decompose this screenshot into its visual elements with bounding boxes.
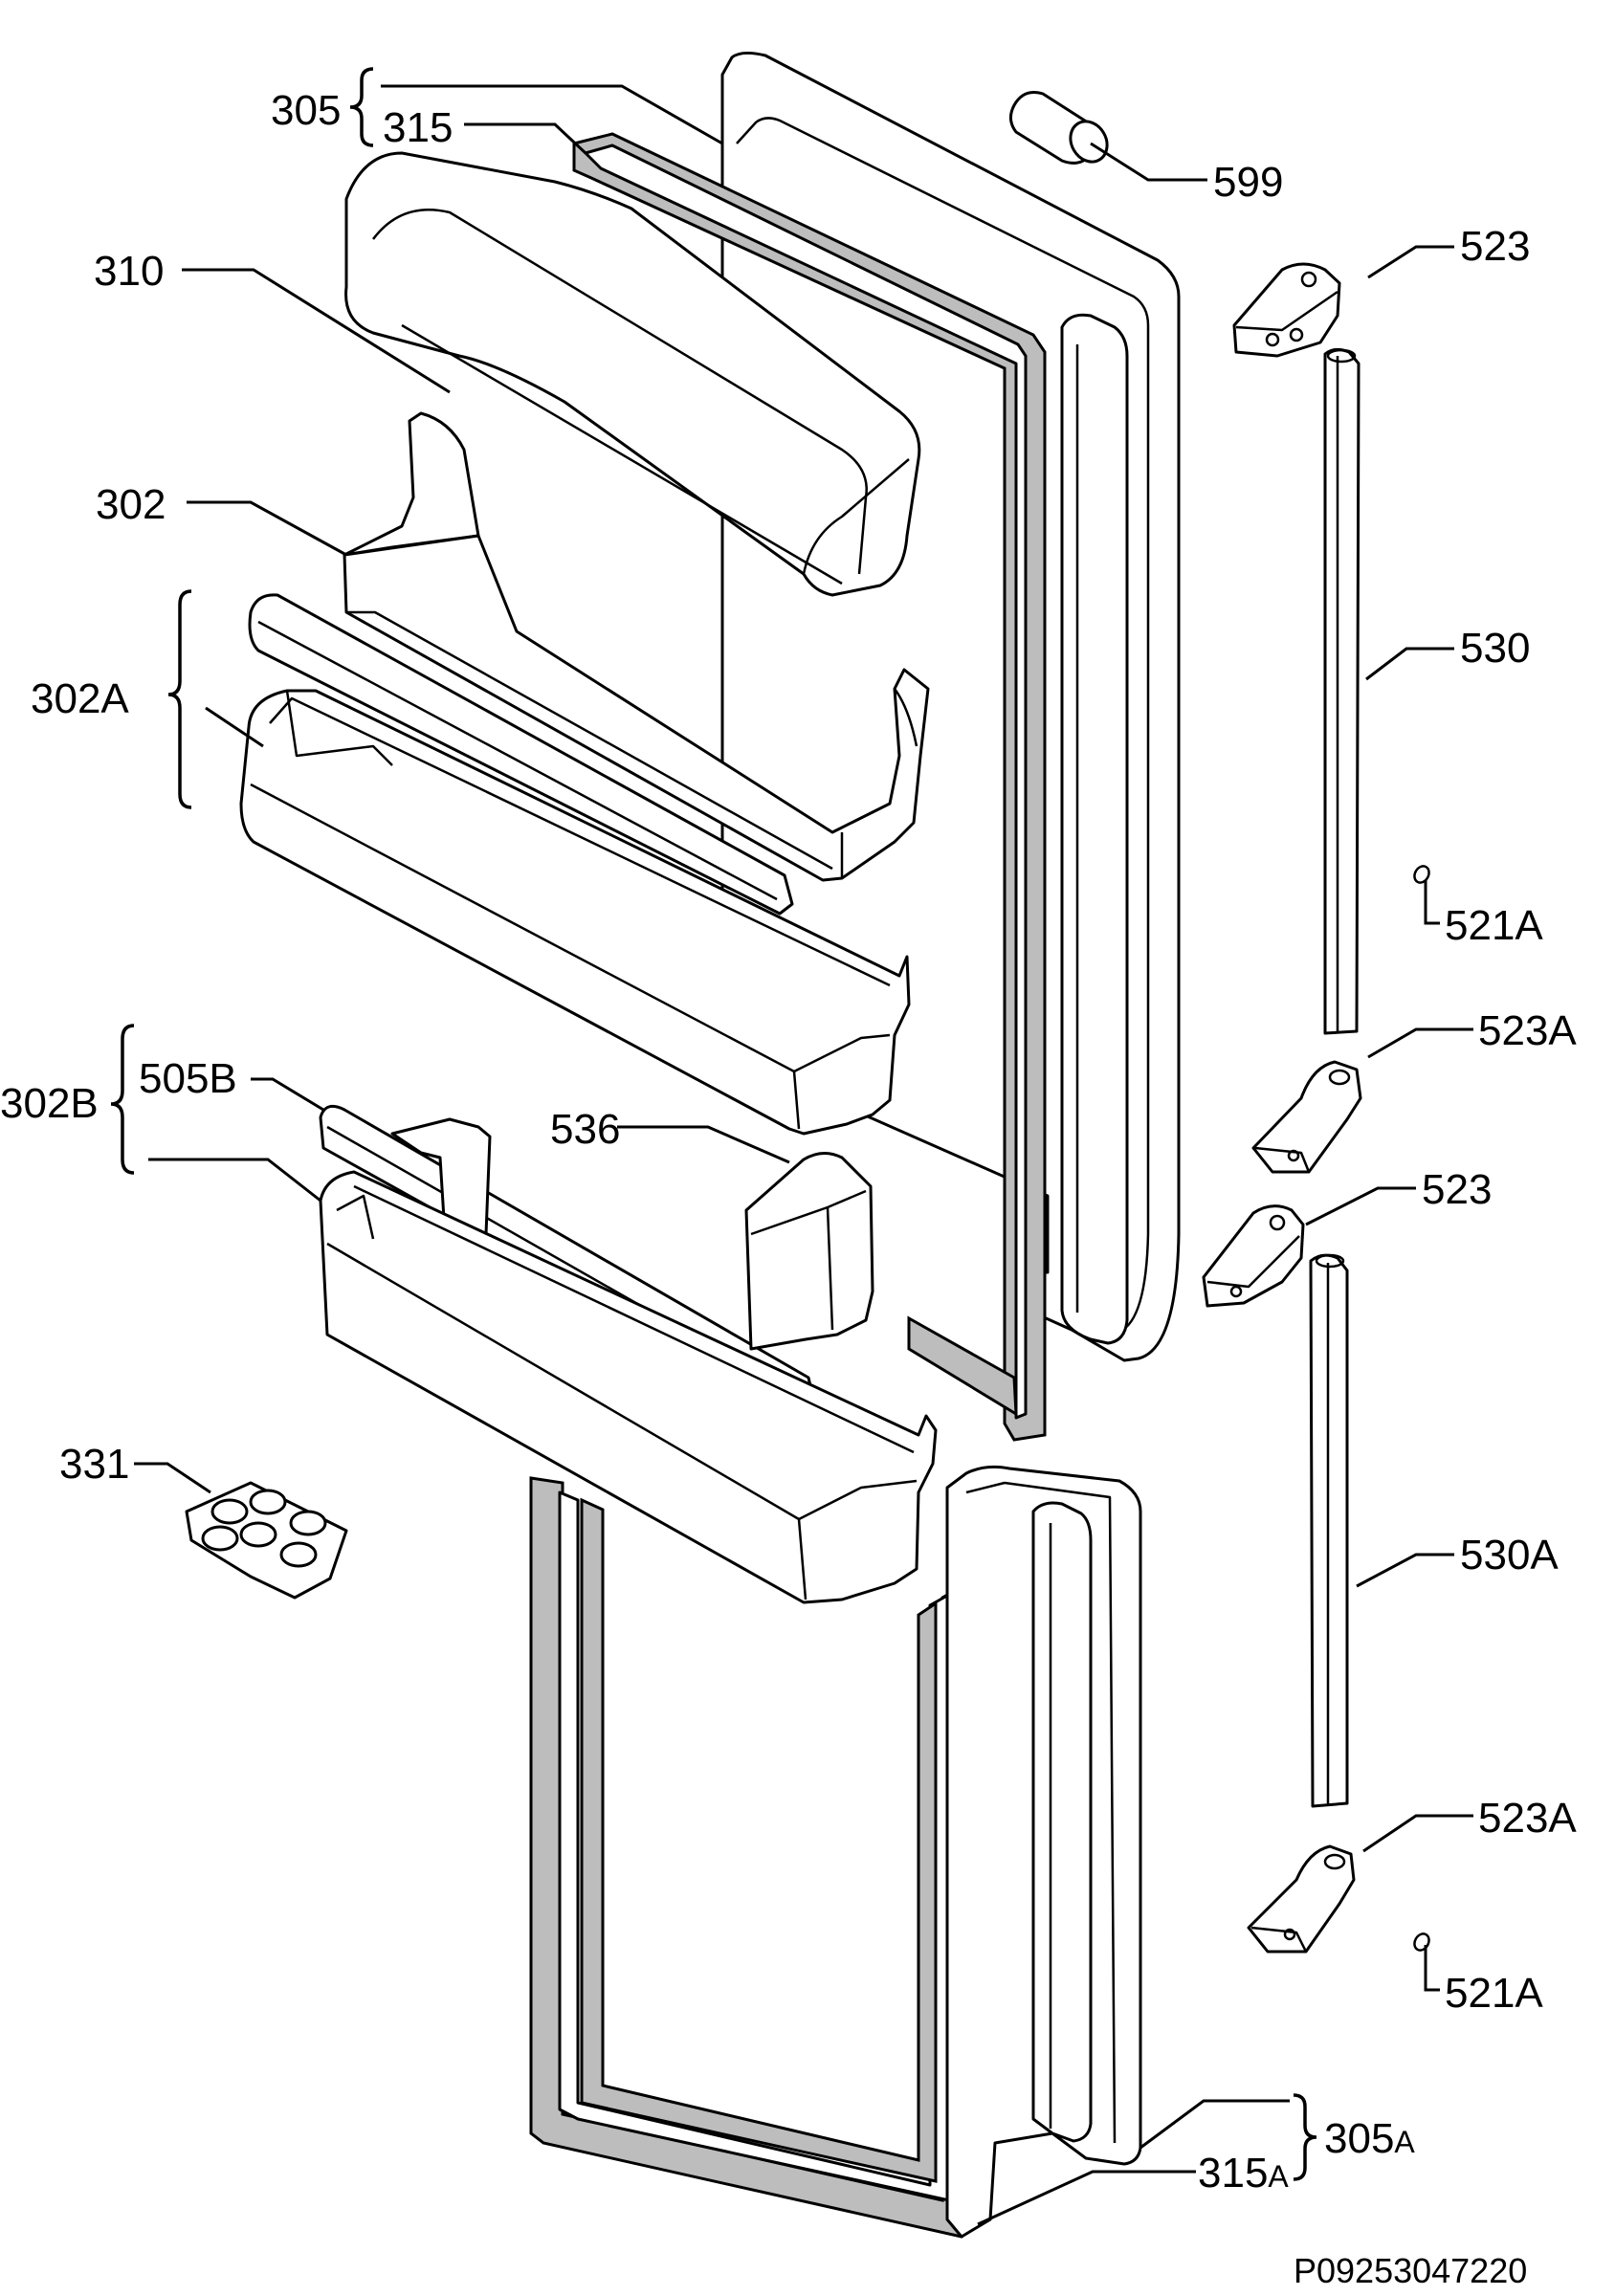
- label-331: 331: [59, 1441, 129, 1488]
- hinge-523A-top: [1251, 1060, 1362, 1174]
- label-523A-bottom: 523A: [1478, 1795, 1577, 1842]
- door-balcony-302A: [239, 593, 911, 1136]
- label-523A-top: 523A: [1478, 1007, 1577, 1054]
- label-315: 315: [383, 104, 453, 151]
- brace-302A: [167, 589, 192, 809]
- label-302B: 302B: [0, 1080, 99, 1127]
- label-523-middle: 523: [1422, 1166, 1492, 1213]
- label-521A-bottom: 521A: [1445, 1970, 1543, 2017]
- drawing-code: P09253047220: [1294, 2251, 1527, 2290]
- label-530A: 530A: [1460, 1532, 1559, 1578]
- hinge-523A-bottom: [1247, 1844, 1356, 1954]
- bottle-holder-536: [744, 1152, 874, 1351]
- label-310: 310: [94, 248, 164, 295]
- door-balcony-302B: [319, 1104, 938, 1604]
- braces: [110, 67, 1317, 2181]
- label-302: 302: [96, 481, 166, 528]
- hinge-523-middle: [1202, 1204, 1305, 1308]
- hinge-523-top: [1232, 262, 1341, 358]
- door-shelf-310: [344, 151, 921, 597]
- screw-521A-bottom: [1413, 1932, 1430, 1952]
- label-536: 536: [550, 1106, 620, 1153]
- label-521A-top: 521A: [1445, 902, 1543, 949]
- part-labels: 305 315 599 310 523 302 302A 530 521A 52…: [0, 87, 1577, 2197]
- screw-521A-top: [1413, 865, 1430, 884]
- brace-305A: [1293, 2093, 1317, 2181]
- label-302A: 302A: [31, 675, 129, 722]
- brace-302B: [110, 1024, 135, 1175]
- lower-door-305A: [945, 1465, 1142, 2239]
- lower-gasket-315A: [529, 1476, 987, 2239]
- label-305: 305: [271, 87, 341, 134]
- leader-lines: [134, 84, 1473, 2226]
- label-523-top: 523: [1460, 223, 1530, 270]
- egg-tray-331: [185, 1481, 348, 1600]
- label-505B: 505B: [139, 1055, 237, 1102]
- door-balcony-302: [343, 411, 930, 882]
- label-305A: 305A: [1324, 2115, 1415, 2162]
- upper-gasket-315: [572, 132, 1047, 1442]
- label-599: 599: [1213, 159, 1283, 206]
- trim-strip-530A: [1309, 1253, 1349, 1808]
- handle-cap-599: [1009, 91, 1109, 165]
- trim-strip-530: [1323, 347, 1361, 1035]
- brace-305: [349, 67, 374, 147]
- label-530: 530: [1460, 625, 1530, 672]
- label-315A: 315A: [1198, 2150, 1289, 2197]
